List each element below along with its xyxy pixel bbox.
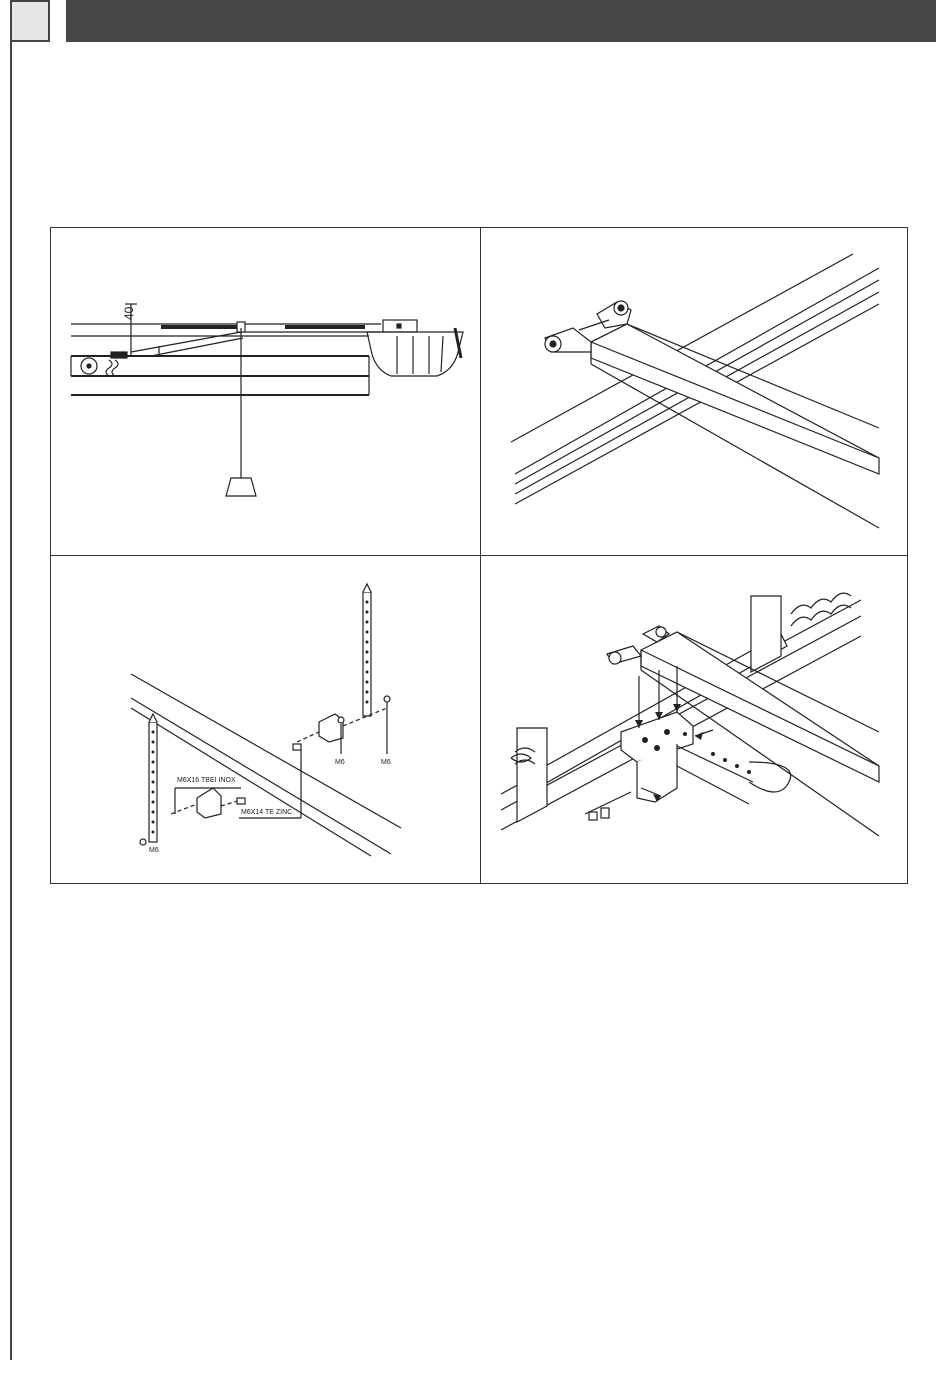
hanger-exploded-drawing: M6X16 TBEI INOX M6X14 TE ZINC M6 M6 M6 xyxy=(51,556,480,884)
figure-grid: 40 xyxy=(50,227,908,884)
rail-side-view-drawing: 40 xyxy=(51,228,480,555)
nut-label-left: M6 xyxy=(149,847,159,854)
nut-label-mid: M6 xyxy=(335,759,345,766)
figure-panel-hanger-exploded-view: M6X16 TBEI INOX M6X14 TE ZINC M6 M6 M6 xyxy=(51,556,480,884)
left-margin-rule xyxy=(10,40,12,1360)
dimension-label: 40 xyxy=(122,306,136,320)
screw-label-zinc: M6X14 TE ZINC xyxy=(241,809,292,816)
rail-bracket-drawing xyxy=(481,228,908,555)
figure-panel-rail-side-view: 40 xyxy=(51,228,480,555)
nut-label-right: M6 xyxy=(381,759,391,766)
section-tab xyxy=(10,0,50,42)
screw-label-inox: M6X16 TBEI INOX xyxy=(177,777,236,784)
figure-panel-spring-shaft-mounting xyxy=(481,556,908,884)
header-bar xyxy=(66,0,936,42)
spring-shaft-drawing xyxy=(481,556,908,884)
figure-panel-rail-bracket-perspective xyxy=(481,228,908,555)
